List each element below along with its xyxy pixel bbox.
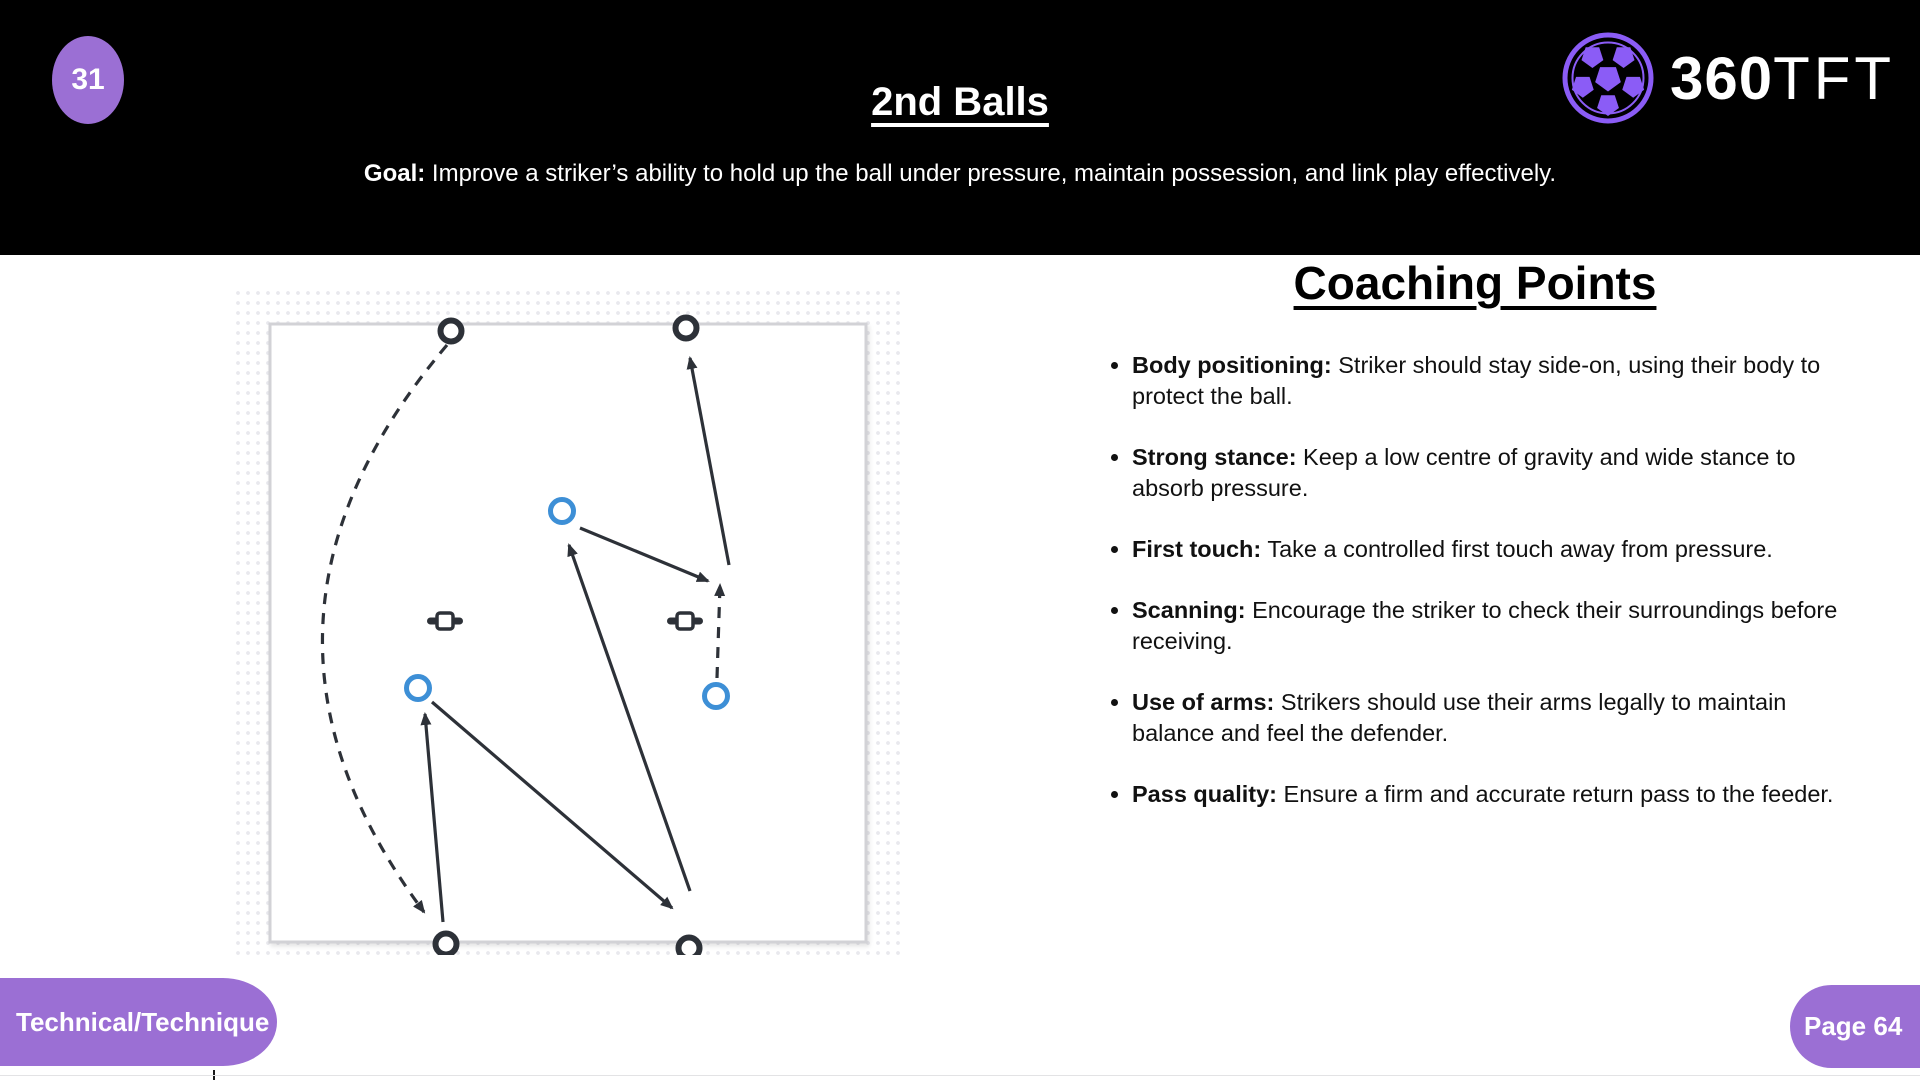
header-band: 31 2nd Balls Goal: Improve a striker’s a… [0,0,1920,255]
coaching-point-label: Use of arms: [1132,689,1275,715]
title-row: 2nd Balls [0,80,1920,125]
player-circle-striker-middle [548,497,576,525]
page-edge-line [0,1075,1920,1076]
coaching-point-label: Body positioning: [1132,352,1332,378]
coaching-point-label: Scanning: [1132,597,1246,623]
session-diagram [268,314,868,955]
coaching-point: Body positioning: Striker should stay si… [1132,350,1851,412]
player-circle-feeder-bottom-left [432,930,460,955]
goal-text: Improve a striker’s ability to hold up t… [431,160,1557,187]
movement-arrow-pass-down-right [430,700,674,910]
coaching-point-label: First touch: [1132,536,1262,562]
brand-wordmark: 360TFT [1670,44,1895,113]
coaching-point-text: Striker should stay side-on, using their… [1132,352,1821,409]
movement-arrow-run-up-left [420,712,445,923]
page-number-pill: Page 64 [1790,985,1920,1068]
category-pill: Technical/Technique [0,978,277,1066]
mannequin-icon [667,611,703,631]
coaching-point: Pass quality: Ensure a firm and accurate… [1132,779,1851,810]
player-circle-feeder-top-right [672,314,700,342]
coaching-points-heading: Coaching Points [1293,257,1657,309]
movement-arrow-run-into-channel [714,583,726,679]
page-title: 2nd Balls [871,80,1049,124]
player-circle-feeder-top-left [437,317,465,345]
category-label: Technical/Technique [16,1006,270,1037]
coaching-point: First touch: Take a controlled first tou… [1132,534,1851,565]
player-circle-striker-left [404,674,432,702]
brand-logo: 360TFT [1560,30,1895,126]
session-number: 31 [71,63,105,96]
soccer-ball-icon [1562,32,1654,124]
coaching-point-text: Take a controlled first touch away from … [1261,536,1773,562]
movement-arrow-long-pass-up-left [567,543,692,892]
coaching-point: Scanning: Encourage the striker to check… [1132,595,1851,657]
mannequin-icon [427,611,463,631]
movement-arrow-pass-to-channel [579,526,710,583]
goal-label: Goal: [363,160,426,187]
coaching-points-list: Body positioning: Striker should stay si… [1106,350,1851,810]
player-circle-striker-right [702,682,730,710]
coaching-point-text: Keep a low centre of gravity and wide st… [1132,444,1796,501]
coaching-point-label: Pass quality: [1132,781,1277,807]
coaching-point-text: Encourage the striker to check their sur… [1132,597,1838,654]
player-circle-feeder-bottom-right [675,934,703,955]
movement-arrow-curved-run-left [320,343,449,914]
coaching-point: Use of arms: Strikers should use their a… [1132,687,1851,749]
pitch-outline [268,322,868,944]
session-number-badge: 31 [52,36,124,124]
brand-wordmark-360: 360 [1670,44,1774,112]
brand-wordmark-tft: TFT [1773,44,1896,112]
coaching-point-text: Strikers should use their arms legally t… [1132,689,1787,746]
coaching-point-text: Ensure a firm and accurate return pass t… [1276,781,1834,807]
goal-row: Goal: Improve a striker’s ability to hol… [0,160,1920,188]
coaching-point-label: Strong stance: [1132,444,1297,470]
movement-arrow-pass-to-top [686,356,731,566]
coaching-points-panel: Coaching Points Body positioning: Strike… [1060,256,1890,840]
coaching-point: Strong stance: Keep a low centre of grav… [1132,442,1851,504]
page-number-label: Page 64 [1804,1011,1903,1041]
